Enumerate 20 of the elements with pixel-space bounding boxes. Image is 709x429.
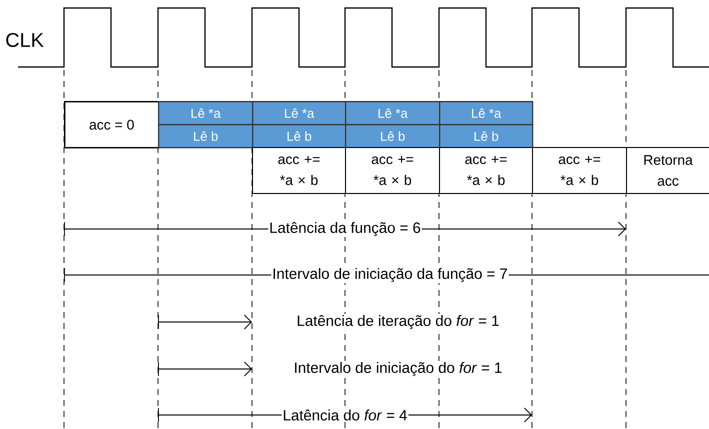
dimension-label: Intervalo de iniciação da função = 7 bbox=[271, 267, 509, 283]
process-box: acc += *a × b bbox=[532, 147, 627, 194]
read-box: Lê *a bbox=[345, 101, 440, 126]
process-box: Retorna acc bbox=[626, 147, 709, 194]
read-box: Lê *a bbox=[439, 101, 534, 126]
dimension-label: Latência de iteração do for = 1 bbox=[296, 314, 500, 330]
process-box: acc = 0 bbox=[64, 101, 160, 148]
read-box: Lê b bbox=[345, 124, 440, 148]
read-box: Lê b bbox=[439, 124, 534, 148]
dimension-label: Intervalo de iniciação do for = 1 bbox=[292, 361, 504, 377]
process-box: acc += *a × b bbox=[439, 147, 533, 194]
process-box: acc += *a × b bbox=[252, 147, 346, 194]
process-box: acc += *a × b bbox=[345, 147, 440, 194]
read-box: Lê b bbox=[158, 124, 254, 148]
signal-label: CLK bbox=[6, 32, 44, 48]
dimension-label: Latência da função = 6 bbox=[268, 220, 422, 238]
read-box: Lê *a bbox=[252, 101, 346, 126]
read-box: Lê *a bbox=[158, 101, 254, 126]
dimension-label: Latência do for = 4 bbox=[282, 408, 408, 422]
read-box: Lê b bbox=[252, 124, 346, 148]
